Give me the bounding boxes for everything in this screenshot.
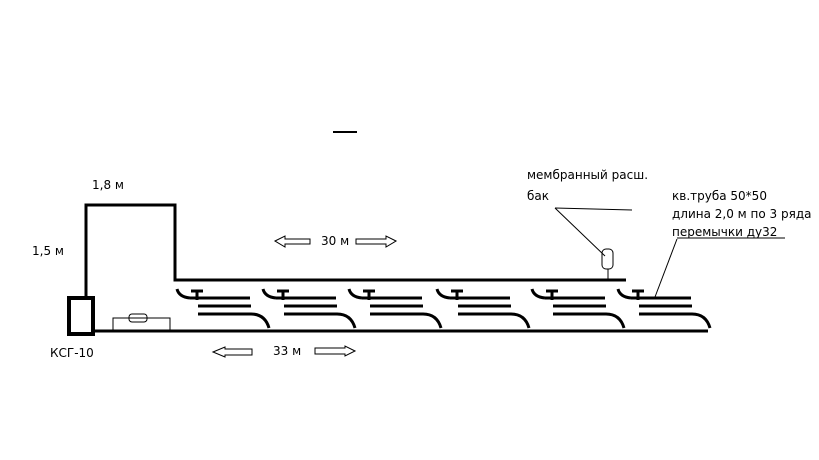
tank-label-line1: мембранный расш. [527,168,649,182]
radiator-register [530,288,626,329]
radiator-register [435,288,531,329]
pump-housing [112,317,171,332]
tank-label-line2: бак [527,189,550,203]
return-bend [553,312,626,329]
radiator-register [347,288,443,329]
supply-length-label: 30 м [321,234,350,248]
arrow-right-icon [355,235,398,248]
radiator-register [616,288,712,329]
pump-icon [128,313,148,323]
supply-bend [175,288,191,300]
tank-leader [554,207,606,257]
expansion-tank-icon [601,248,614,270]
supply-bend [530,288,546,300]
pipe-label-line1: кв.труба 50*50 [672,189,767,203]
tank-label-underline [554,207,633,211]
return-bend [639,312,712,329]
top-width-label: 1,8 м [92,178,124,192]
supply-pipe [84,203,626,297]
return-bend [458,312,531,329]
return-bend [198,312,271,329]
radiator-register [175,288,271,329]
arrow-left-icon [211,346,253,358]
riser-height-label: 1,5 м [32,244,64,258]
return-length-label: 33 м [273,344,302,358]
pipe-label-line2: длина 2,0 м по 3 ряда [672,207,812,221]
supply-bend [347,288,363,300]
pipe-label-line3: перемычки ду32 [672,225,778,239]
return-bend [370,312,443,329]
pipe-leader [654,238,678,298]
arrow-right-icon [314,345,357,357]
supply-bend [616,288,632,300]
return-bend [284,312,357,329]
arrow-left-icon [273,235,311,248]
supply-bend [261,288,277,300]
radiator-register [261,288,357,329]
supply-bend [435,288,451,300]
boiler-label: КСГ-10 [50,346,94,360]
boiler [67,296,95,336]
